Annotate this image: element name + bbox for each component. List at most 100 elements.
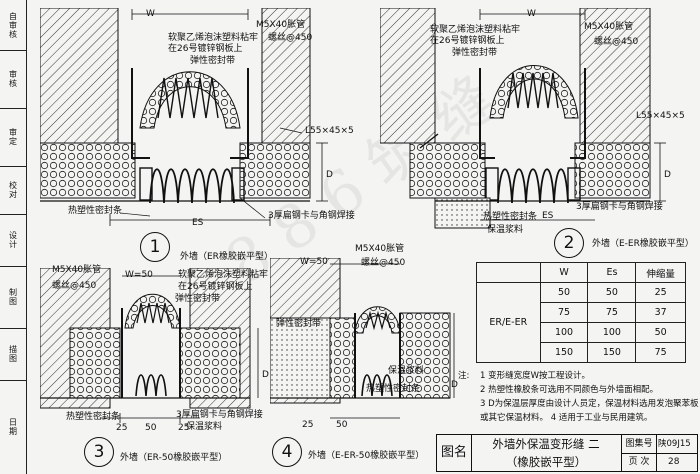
label-sealant: 热塑性密封条 xyxy=(366,384,421,394)
dim: 25 xyxy=(116,423,128,433)
label-screw: 螺丝@450 xyxy=(361,258,406,268)
strip-cell: 校对 xyxy=(0,166,26,215)
page-row: 页 次 28 xyxy=(622,453,698,471)
cell: 50 xyxy=(635,322,686,343)
cell: 25 xyxy=(635,282,686,303)
strip-cell: 自审核 xyxy=(0,0,26,51)
detail-caption: 外墙（ER-50橡胶嵌平型） xyxy=(120,453,228,463)
detail-caption: 外墙（ER橡胶嵌平型） xyxy=(180,252,273,262)
label-W: W xyxy=(146,9,155,19)
page-label: 页 次 xyxy=(622,453,657,471)
dim: 50 xyxy=(336,420,348,430)
cell: 75 xyxy=(587,302,637,323)
detail-3-drawing xyxy=(40,268,259,423)
drawing-subtitle: （橡胶嵌平型） xyxy=(505,455,587,469)
detail-1-drawing xyxy=(40,8,328,226)
detail-number: 1 xyxy=(140,232,170,262)
table-corner xyxy=(476,262,541,283)
table-header: Es xyxy=(587,262,637,283)
label-angle: L55×45×5 xyxy=(636,111,685,121)
atlas-value: 陕09J15 xyxy=(658,439,691,449)
label-insulation: 保温浆料 xyxy=(388,366,425,376)
detail-number: 3 xyxy=(84,437,114,467)
strip-cell: 日期 xyxy=(8,418,18,436)
label-sealant: 热塑性密封条 xyxy=(483,212,538,222)
strip-cell: 制图 xyxy=(0,266,26,329)
label-W50: W=50 xyxy=(300,257,328,267)
atlas-label: 图集号 xyxy=(622,435,657,453)
atlas-row: 图集号 陕09J15 xyxy=(622,435,698,454)
label-insulation: 保温浆料 xyxy=(487,225,524,235)
dim: 25 xyxy=(302,420,314,430)
note-item: 3 D为保温层厚度由设计人员定，保温材料选用发泡聚苯板 xyxy=(480,399,699,409)
table-row: 100 100 50 xyxy=(477,322,686,343)
label-foam: 软聚乙烯泡沫塑料粘牢 xyxy=(168,33,259,43)
label-sealant: 热塑性密封条 xyxy=(66,412,121,422)
label-elastic: 弹性密封带 xyxy=(276,319,322,329)
table-row: 75 75 37 xyxy=(477,302,686,323)
notes-label: 注: xyxy=(458,371,470,381)
figname-label: 图名 xyxy=(437,435,472,471)
cell: 50 xyxy=(539,282,589,303)
spec-table: W Es 伸缩量 ER/E-ER 50 50 25 75 75 37 100 1… xyxy=(476,262,686,363)
label-bolt: M5X40胀管 xyxy=(584,22,634,32)
row-label: ER/E-ER xyxy=(476,282,541,363)
dim: 50 xyxy=(145,423,157,433)
dim: 25 xyxy=(178,423,190,433)
cell: 100 xyxy=(587,322,637,343)
cell: 75 xyxy=(539,302,589,323)
detail-number: 4 xyxy=(272,437,302,467)
label-sealant: 热塑性密封条 xyxy=(68,206,123,216)
label-bolt: M5X40胀管 xyxy=(256,20,306,30)
note-item: 或其它保温材料。 4 适用于工业与民用建筑。 xyxy=(480,413,653,423)
label-angle: L55×45×5 xyxy=(305,126,354,136)
detail-caption: 外墙（E-ER-50橡胶嵌平型） xyxy=(308,451,425,461)
label-W: W xyxy=(527,9,536,19)
detail-caption: 外墙（E-ER橡胶嵌平型） xyxy=(592,239,694,249)
label-elastic: 弹性密封带 xyxy=(175,294,221,304)
label-elastic: 弹性密封带 xyxy=(190,56,236,66)
label-screw: 螺丝@450 xyxy=(268,33,313,43)
label-W50: W=50 xyxy=(125,270,153,280)
label-screw: 螺丝@450 xyxy=(594,37,639,47)
label-flat-steel: 3厚扁钢卡与角钢焊接 xyxy=(268,211,355,221)
table-row: 150 150 75 xyxy=(477,342,686,363)
label-D: D xyxy=(262,370,269,380)
label-D: D xyxy=(451,380,458,390)
strip-cell: 描图 xyxy=(0,328,26,381)
strip-cell: 审核 xyxy=(0,50,26,109)
label-bolt: M5X40胀管 xyxy=(52,265,102,275)
label-screw: 螺丝@450 xyxy=(52,281,97,291)
label-steel: 在26号镀锌钢板上 xyxy=(168,44,243,54)
table-header: W xyxy=(539,262,589,283)
cell: 150 xyxy=(587,342,637,363)
detail-4-drawing xyxy=(270,258,455,419)
detail-number: 2 xyxy=(554,228,584,258)
table-row: ER/E-ER 50 50 25 xyxy=(476,282,686,363)
title-block: 图名 外墙外保温变形缝 二 （橡胶嵌平型） 图集号 陕09J15 页 次 28 xyxy=(436,434,698,472)
cell: 50 xyxy=(587,282,637,303)
label-D: D xyxy=(326,170,333,180)
label-Es: ES xyxy=(542,211,554,221)
note-item: 1 变形缝宽度W按工程设计。 xyxy=(480,371,591,381)
table-header: 伸缩量 xyxy=(635,262,686,283)
cell: 100 xyxy=(539,322,589,343)
label-steel: 在26号镀锌钢板上 xyxy=(178,282,253,292)
label-D: D xyxy=(664,170,671,180)
page-value: 28 xyxy=(668,457,680,467)
label-steel: 在26号镀锌钢板上 xyxy=(430,36,505,46)
label-insulation: 保温浆料 xyxy=(186,422,223,432)
label-flat-steel: 3厚扁钢卡与角钢焊接 xyxy=(176,410,263,420)
cell: 75 xyxy=(635,342,686,363)
atlas-cells: 图集号 陕09J15 页 次 28 xyxy=(621,435,698,471)
label-elastic: 弹性密封带 xyxy=(452,48,498,58)
strip-cell: 审定 xyxy=(0,108,26,167)
drawing-title: 外墙外保温变形缝 二 xyxy=(492,437,600,451)
detail-2-drawing xyxy=(380,8,666,229)
signature-strip: 自审核 审核 审定 校对 设计 制图 描图 日期 xyxy=(0,0,27,474)
cell: 150 xyxy=(539,342,589,363)
label-bolt: M5X40胀管 xyxy=(355,244,405,254)
label-foam: 软聚乙烯泡沫塑料粘牢 xyxy=(430,25,521,35)
strip-cell: 设计 xyxy=(0,214,26,267)
note-item: 2 热塑性橡胶条可选用不同颜色与外墙面相配。 xyxy=(480,385,659,395)
